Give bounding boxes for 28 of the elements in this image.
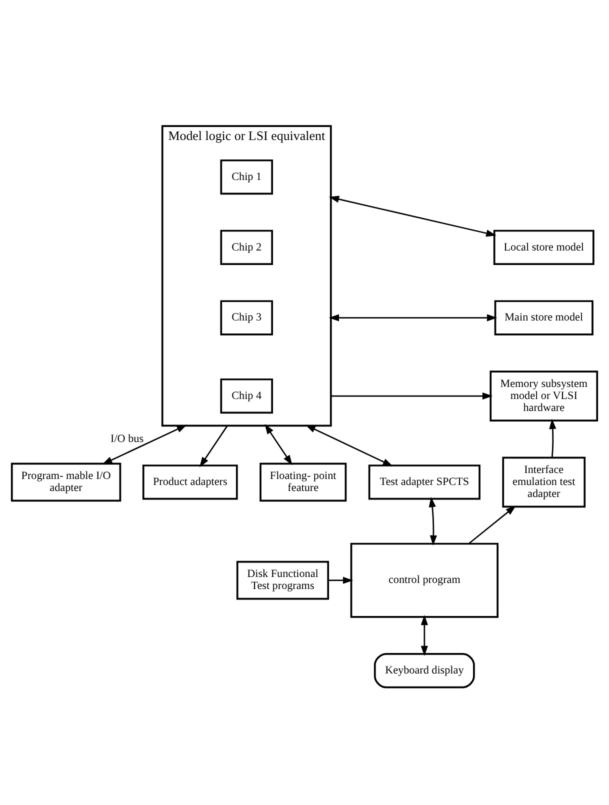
- node-box: Chip 3: [220, 300, 274, 335]
- node-box: Floating- point feature: [260, 462, 347, 502]
- node-box: Chip 4: [220, 378, 274, 414]
- node-box: Memory subsystem model or VLSI hardware: [490, 370, 598, 422]
- node-box: Keyboard display: [374, 652, 475, 688]
- node-box: Chip 1: [220, 158, 274, 194]
- node-box: Local store model: [493, 229, 594, 265]
- arrow: [549, 418, 556, 458]
- node-box: Disk Functional Test programs: [236, 560, 330, 600]
- node-box: Main store model: [494, 300, 594, 335]
- arrow: [328, 576, 354, 584]
- arrow: [328, 314, 498, 321]
- arrow: [330, 392, 493, 400]
- arrow: [428, 496, 437, 546]
- node-box: control program: [350, 542, 498, 618]
- arrow: [264, 423, 292, 465]
- arrow: [102, 424, 188, 464]
- arrow: [305, 424, 394, 466]
- arrow: [200, 424, 228, 467]
- node-box: Interface emulation test adapter: [502, 456, 586, 508]
- node-box: Test adapter SPCTS: [368, 464, 480, 500]
- arrow: [420, 614, 428, 656]
- node-box: Chip 2: [220, 229, 274, 265]
- edge-label: I/O bus: [110, 432, 144, 444]
- node-box: Product adapters: [142, 464, 238, 500]
- node-box: Program- mable I/O adapter: [10, 462, 122, 502]
- arrow: [468, 505, 516, 544]
- arrow: [328, 195, 496, 236]
